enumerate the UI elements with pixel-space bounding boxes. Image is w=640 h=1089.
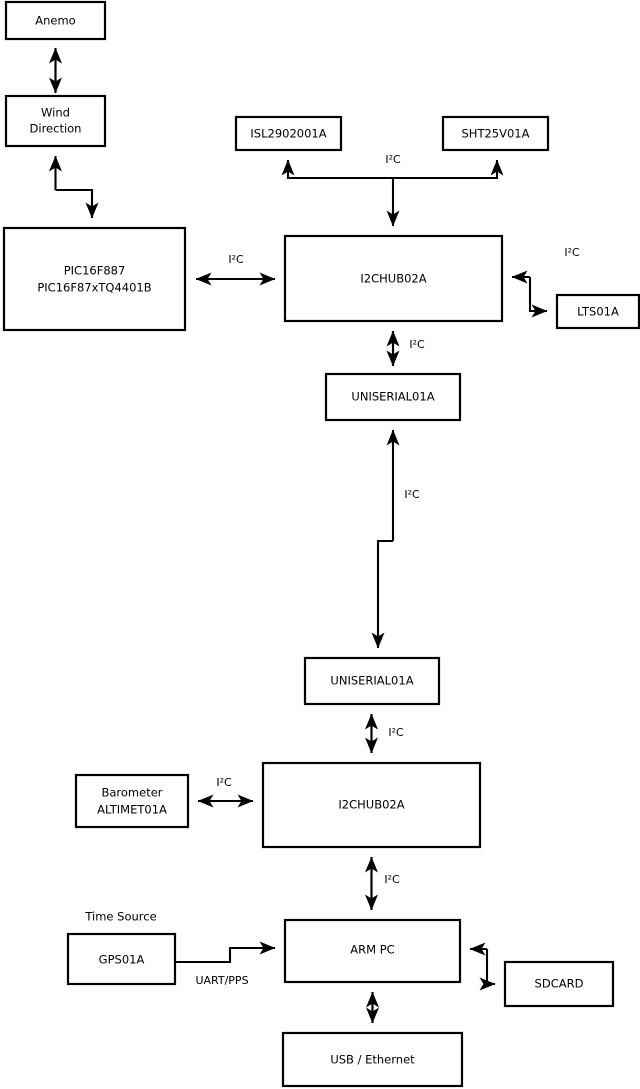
node-i2chub02a-bottom[interactable]: I2CHUB02A [261,761,482,849]
node-label-line1: Wind [41,106,70,120]
node-label: I2CHUB02A [338,798,404,812]
connector-i2chub-bottom-arm-pc: I²C [364,856,400,911]
connector-label: UART/PPS [195,974,248,987]
node-box [4,94,107,148]
connector-label: I²C [228,253,244,266]
connector-uniserial-upper-lower: I²C [371,429,420,649]
node-pic-microcontroller[interactable]: PIC16F887 PIC16F87xTQ4401B [2,226,187,332]
node-label-line1: Barometer [101,786,162,800]
node-uniserial01a-upper[interactable]: UNISERIAL01A [324,372,462,422]
connector-pic-i2chub-top: I²C [195,253,276,286]
node-usb-ethernet[interactable]: USB / Ethernet [281,1031,464,1088]
connector-wind-direction-pic [48,155,99,219]
node-label: UNISERIAL01A [330,674,413,688]
node-label: ARM PC [350,943,394,957]
node-label: I2CHUB02A [360,272,426,286]
node-label: UNISERIAL01A [351,390,434,404]
node-label: GPS01A [99,953,145,967]
connector-label: I²C [216,776,232,789]
node-label: ISL2902001A [250,127,326,141]
node-label: LTS01A [577,305,619,319]
node-arm-pc[interactable]: ARM PC [283,918,462,984]
node-box [234,115,343,152]
node-box [303,656,441,706]
node-box [324,372,462,422]
node-box [441,115,550,152]
node-box [66,932,177,986]
connector-label: I²C [384,873,400,886]
node-gps01a[interactable]: GPS01A [66,932,177,986]
node-i2chub02a-top[interactable]: I2CHUB02A [283,234,504,323]
node-label-line2: PIC16F87xTQ4401B [37,281,151,295]
connector-i2chub-top-sensors: I²C [281,153,504,227]
connector-label: I²C [385,153,401,166]
node-lts01a[interactable]: LTS01A [555,293,640,330]
node-barometer-altimet01a[interactable]: Barometer ALTIMET01A [74,773,190,829]
time-source-label: Time Source [84,910,156,924]
node-label-line2: Direction [30,122,82,136]
node-box [2,226,187,332]
node-label: Anemo [35,14,75,28]
node-label: USB / Ethernet [330,1053,415,1067]
node-label-line1: PIC16F887 [64,264,126,278]
node-label: SDCARD [535,977,584,991]
node-box [283,918,462,984]
connector-label: I²C [388,726,404,739]
node-box [4,0,107,41]
node-label-line2: ALTIMET01A [97,803,167,817]
connector-i2chub-top-uniserial-upper: I²C [386,330,425,367]
node-sht25v01a[interactable]: SHT25V01A [441,115,550,152]
connector-i2chub-top-lts01a: I²C [511,246,580,318]
node-label: SHT25V01A [462,127,530,141]
connector-label: I²C [409,338,425,351]
connector-uniserial-lower-i2chub-bottom: I²C [364,713,404,754]
node-anemo[interactable]: Anemo [4,0,107,41]
connector-arm-pc-sdcard [469,942,496,991]
node-box [281,1031,464,1088]
node-box [283,234,504,323]
node-sdcard[interactable]: SDCARD [503,960,615,1008]
node-box [74,773,190,829]
node-wind-direction[interactable]: Wind Direction [4,94,107,148]
node-uniserial01a-lower[interactable]: UNISERIAL01A [303,656,441,706]
node-isl2902001a[interactable]: ISL2902001A [234,115,343,152]
connector-label: I²C [404,488,420,501]
node-box [261,761,482,849]
connector-barometer-i2chub-bottom: I²C [197,776,254,808]
connector-label: I²C [564,246,580,259]
connector-gps-arm-pc: UART/PPS [175,941,276,987]
node-box [555,293,640,330]
node-box [503,960,615,1008]
